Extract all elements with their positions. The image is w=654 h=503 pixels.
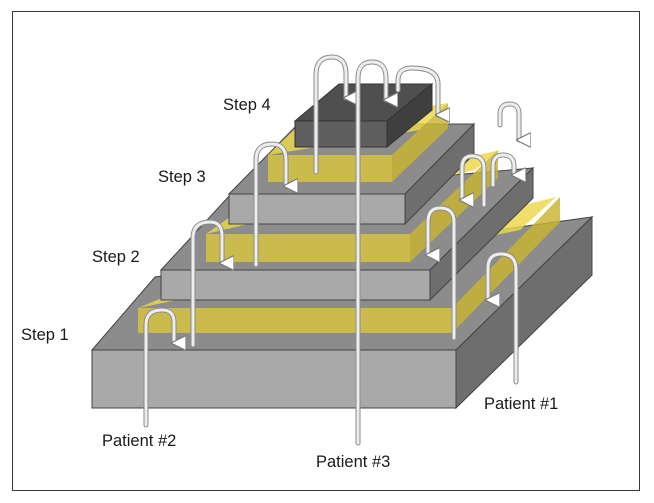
patient-3-path [355,59,438,446]
patient-1-path [428,101,519,385]
patient-3-label: Patient #3 [316,453,390,471]
step-2-front [160,269,431,301]
step-3-label: Step 3 [158,168,206,186]
step-4-front [294,120,388,148]
step-1-side [455,215,593,410]
patient-2-label: Patient #2 [102,432,176,450]
step-4-side [386,82,433,149]
step-4-label: Step 4 [223,96,271,114]
patient-1-label: Patient #1 [484,395,558,413]
patient-2-path [143,54,346,428]
patient-paths [143,54,519,446]
step-1-label: Step 1 [21,326,69,344]
step-2-label: Step 2 [92,248,140,266]
